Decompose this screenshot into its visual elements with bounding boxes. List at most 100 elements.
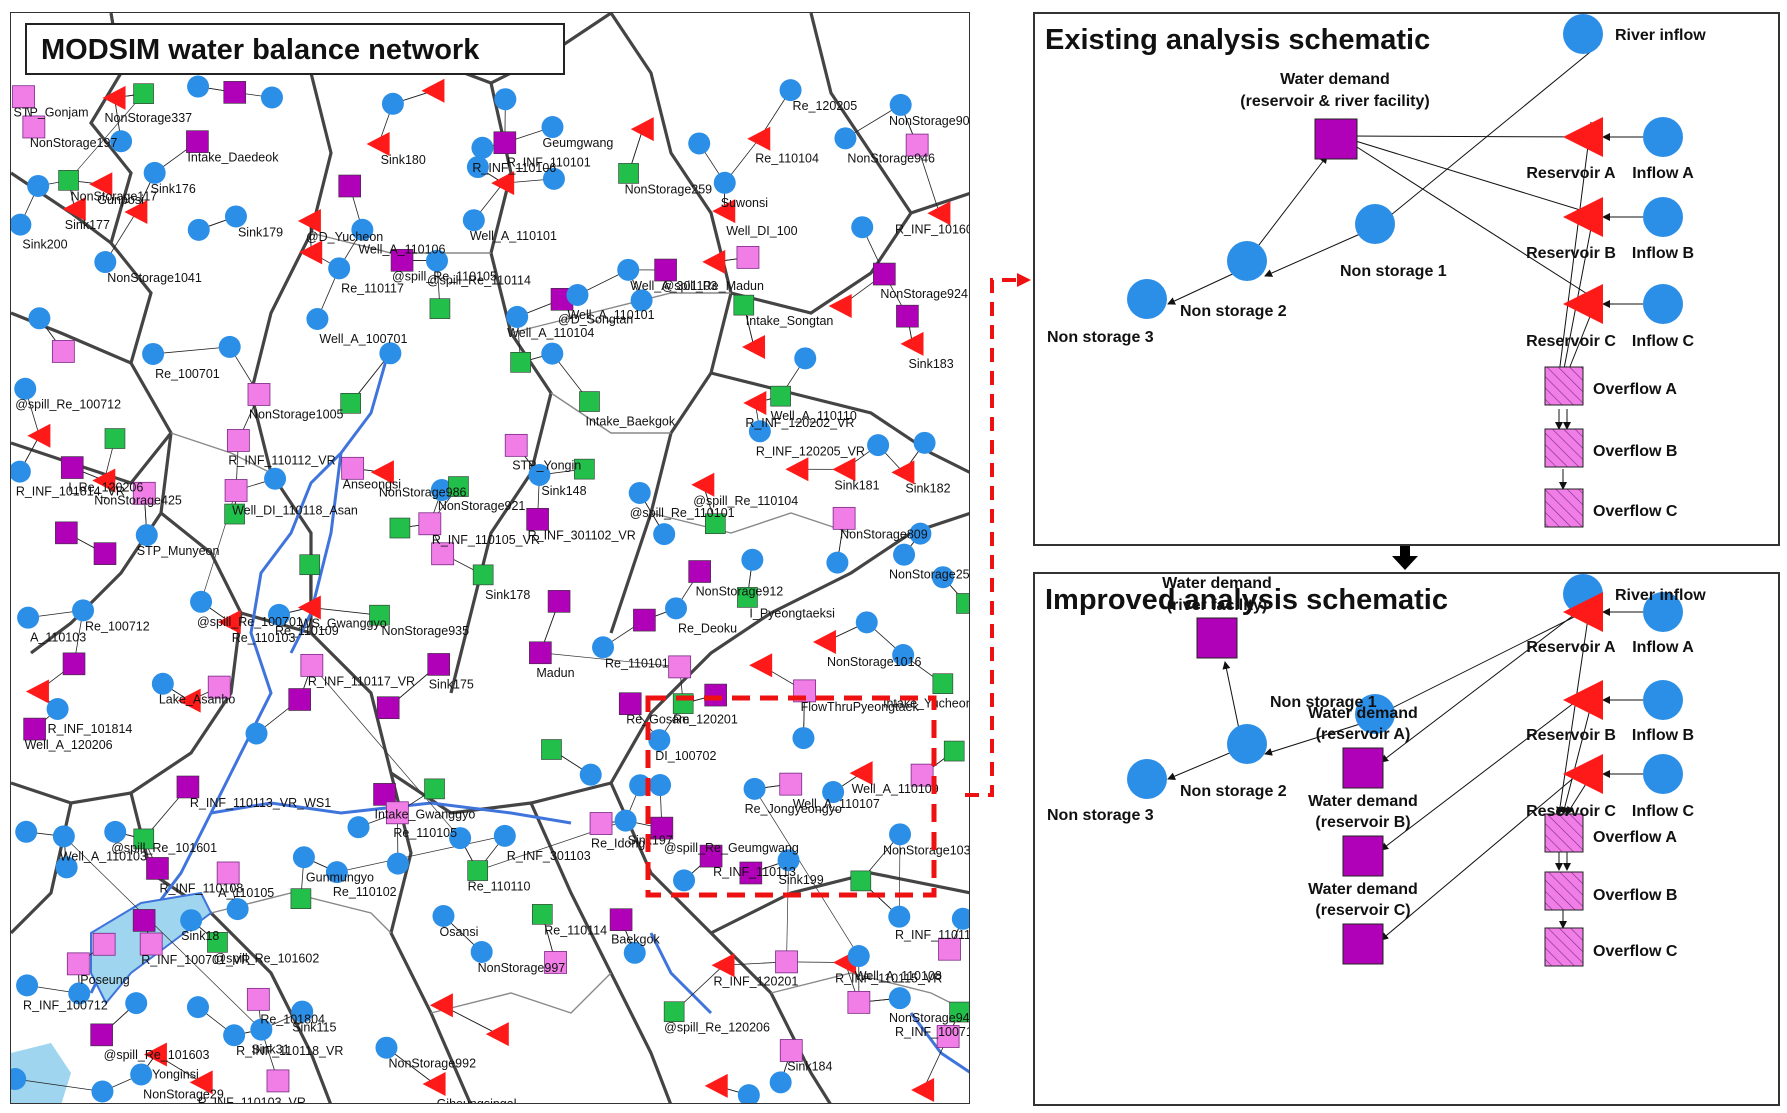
overflow-node: [779, 1039, 803, 1062]
non-storage-node: [779, 79, 802, 102]
network-node-label: Suwonsi: [721, 196, 768, 210]
overflow-node: [207, 675, 231, 699]
non-storage-node: [889, 823, 912, 846]
network-node-label: I_Pyeongtaeksi: [749, 606, 834, 620]
reservoir-c-node: [1563, 754, 1603, 794]
non-storage-node: [72, 599, 95, 622]
non-storage-node: [909, 522, 932, 545]
network-node-label: Intake_Songtan: [746, 314, 834, 328]
non-storage-2-node: [1227, 724, 1267, 764]
non-storage-node: [614, 809, 637, 832]
demand-node: [390, 248, 414, 272]
non-storage-node: [653, 523, 676, 546]
sink-node: [541, 739, 562, 760]
reservoir-b-label: Reservoir B: [1526, 245, 1616, 262]
network-node-label: R_INF_101604: [895, 222, 970, 236]
network-node-label: Intake_Baekgok: [585, 415, 675, 429]
reservoir-node: [927, 201, 951, 226]
non-storage-node: [665, 597, 688, 620]
network-node-label: R_INF_110116: [895, 928, 970, 942]
overflow-node: [418, 512, 442, 536]
non-storage-node: [430, 479, 453, 502]
demand-node: [654, 258, 677, 282]
demand-node: [55, 521, 78, 545]
reservoir-a-node: [1563, 117, 1603, 157]
non-storage-node: [260, 86, 283, 109]
non-storage-node: [14, 377, 37, 400]
non-storage-2-label: Non storage 2: [1180, 303, 1287, 320]
network-node-label: @spill_Re_100712: [15, 398, 121, 412]
network-node-label: Well_A_120206: [25, 738, 113, 752]
network-node-label: R_INF_110103_VR: [198, 1095, 306, 1104]
sink-node: [104, 428, 126, 449]
demand-node: [176, 775, 200, 799]
sink-node: [531, 904, 553, 925]
network-node-label: @spill_Re_120206: [664, 1021, 770, 1035]
reservoir-node: [911, 1077, 935, 1102]
non-storage-node: [291, 1000, 314, 1023]
network-node-label: Sink182: [905, 481, 950, 495]
sink-node: [956, 593, 969, 614]
non-storage-node: [135, 524, 158, 547]
non-storage-1-label: Non storage 1: [1340, 263, 1447, 280]
non-storage-node: [224, 205, 247, 228]
non-storage-node: [913, 431, 936, 454]
reservoir-node: [891, 460, 915, 485]
non-storage-node: [306, 308, 329, 331]
sink-node: [663, 1001, 685, 1023]
sink-node: [472, 564, 494, 586]
network-link: [786, 860, 789, 962]
sink-node: [932, 673, 954, 695]
river-inflow-node: [1563, 14, 1603, 54]
network-node-label: R_INF_120201: [714, 974, 799, 988]
non-storage-node: [226, 898, 249, 921]
inflow-a-node: [1643, 592, 1683, 632]
non-storage-3-node: [1127, 759, 1167, 799]
non-storage-node: [27, 174, 50, 197]
inflow-b-label: Inflow B: [1632, 245, 1694, 262]
demand-node: [650, 816, 674, 840]
network-node-label: Madun: [536, 666, 574, 680]
overflow-node: [92, 932, 116, 956]
non-storage-node: [351, 218, 374, 241]
network-node-label: NonStorage1041: [107, 271, 202, 285]
non-storage-node: [190, 590, 213, 613]
network-node-label: Sink178: [485, 588, 530, 602]
non-storage-node: [125, 992, 148, 1015]
reservoir-node: [370, 460, 394, 485]
reservoir-node: [749, 653, 773, 678]
non-storage-node: [630, 289, 653, 312]
network-node-label: Well_A_110101: [567, 308, 654, 322]
overflow-node: [266, 1069, 290, 1093]
network-link: [68, 93, 144, 181]
overflow-node: [246, 987, 270, 1011]
reservoir-node: [62, 196, 86, 221]
network-node-label: Re_110117: [341, 281, 404, 295]
network-node-label: Osansi: [439, 925, 478, 939]
network-node-label: Well_DI_100: [726, 224, 797, 238]
network-node-label: DI_100702: [655, 749, 716, 763]
non-storage-node: [268, 603, 291, 626]
non-storage-node: [741, 548, 764, 571]
overflow-b-node: [1544, 428, 1584, 468]
reservoir-node: [366, 131, 390, 156]
network-node-label: Anseongsi: [343, 477, 401, 491]
overflow-node: [132, 481, 156, 505]
sink-node: [389, 517, 411, 539]
reservoir-c-label: Reservoir C: [1526, 803, 1616, 820]
non-storage-node: [888, 987, 911, 1010]
network-node-label: Sink31: [251, 1043, 289, 1057]
overflow-node: [504, 433, 528, 457]
non-storage-3-label: Non storage 3: [1047, 329, 1154, 346]
non-storage-node: [769, 1071, 792, 1094]
network-node-label: Well_A_110103: [60, 849, 147, 863]
sink-node: [429, 298, 451, 319]
non-storage-node: [68, 982, 91, 1005]
network-node-label: STP_Munyeon: [137, 544, 220, 558]
non-storage-node: [470, 941, 493, 964]
sink-node: [467, 860, 488, 881]
reservoir-node: [102, 85, 126, 110]
sink-node: [574, 458, 595, 480]
demand-node: [90, 1023, 113, 1047]
non-storage-node: [449, 827, 472, 850]
